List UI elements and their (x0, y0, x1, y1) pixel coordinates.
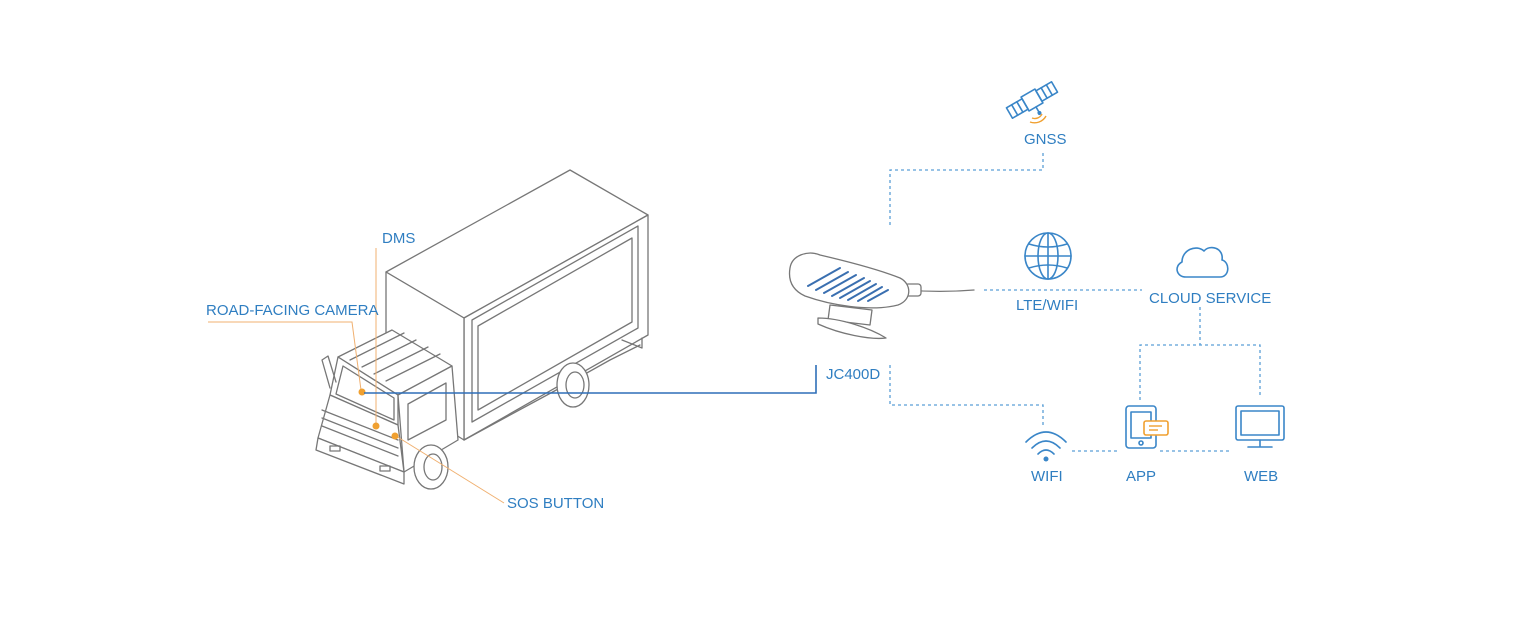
road-facing-camera-sensor (358, 388, 366, 396)
lte-wifi-label: LTE/WIFI (1016, 297, 1078, 314)
truck-illustration (315, 169, 649, 490)
web-label: WEB (1244, 468, 1278, 485)
sos-button-sensor (391, 432, 399, 440)
wifi-icon (1025, 431, 1067, 462)
cloud-icon (1176, 246, 1229, 278)
wifi-label: WIFI (1031, 468, 1063, 485)
cloud-service-label: CLOUD SERVICE (1149, 290, 1271, 307)
dms-label: DMS (382, 230, 415, 247)
monitor-icon (1235, 405, 1285, 448)
wifi-connector (889, 365, 1044, 425)
globe-icon (1024, 232, 1072, 280)
cloud-branch-connector (1139, 344, 1261, 400)
truck-device-connector (364, 365, 817, 394)
tablet-icon (1125, 405, 1169, 449)
app-label: APP (1126, 468, 1156, 485)
gnss-label: GNSS (1024, 131, 1067, 148)
gnss-connector (889, 150, 1044, 225)
road-facing-camera-label: ROAD-FACING CAMERA (206, 302, 379, 319)
satellite-icon (1005, 81, 1059, 119)
dms-sensor (372, 422, 380, 430)
device-label: JC400D (826, 366, 880, 383)
sos-button-label: SOS BUTTON (507, 495, 604, 512)
jc400d-device (788, 252, 975, 340)
